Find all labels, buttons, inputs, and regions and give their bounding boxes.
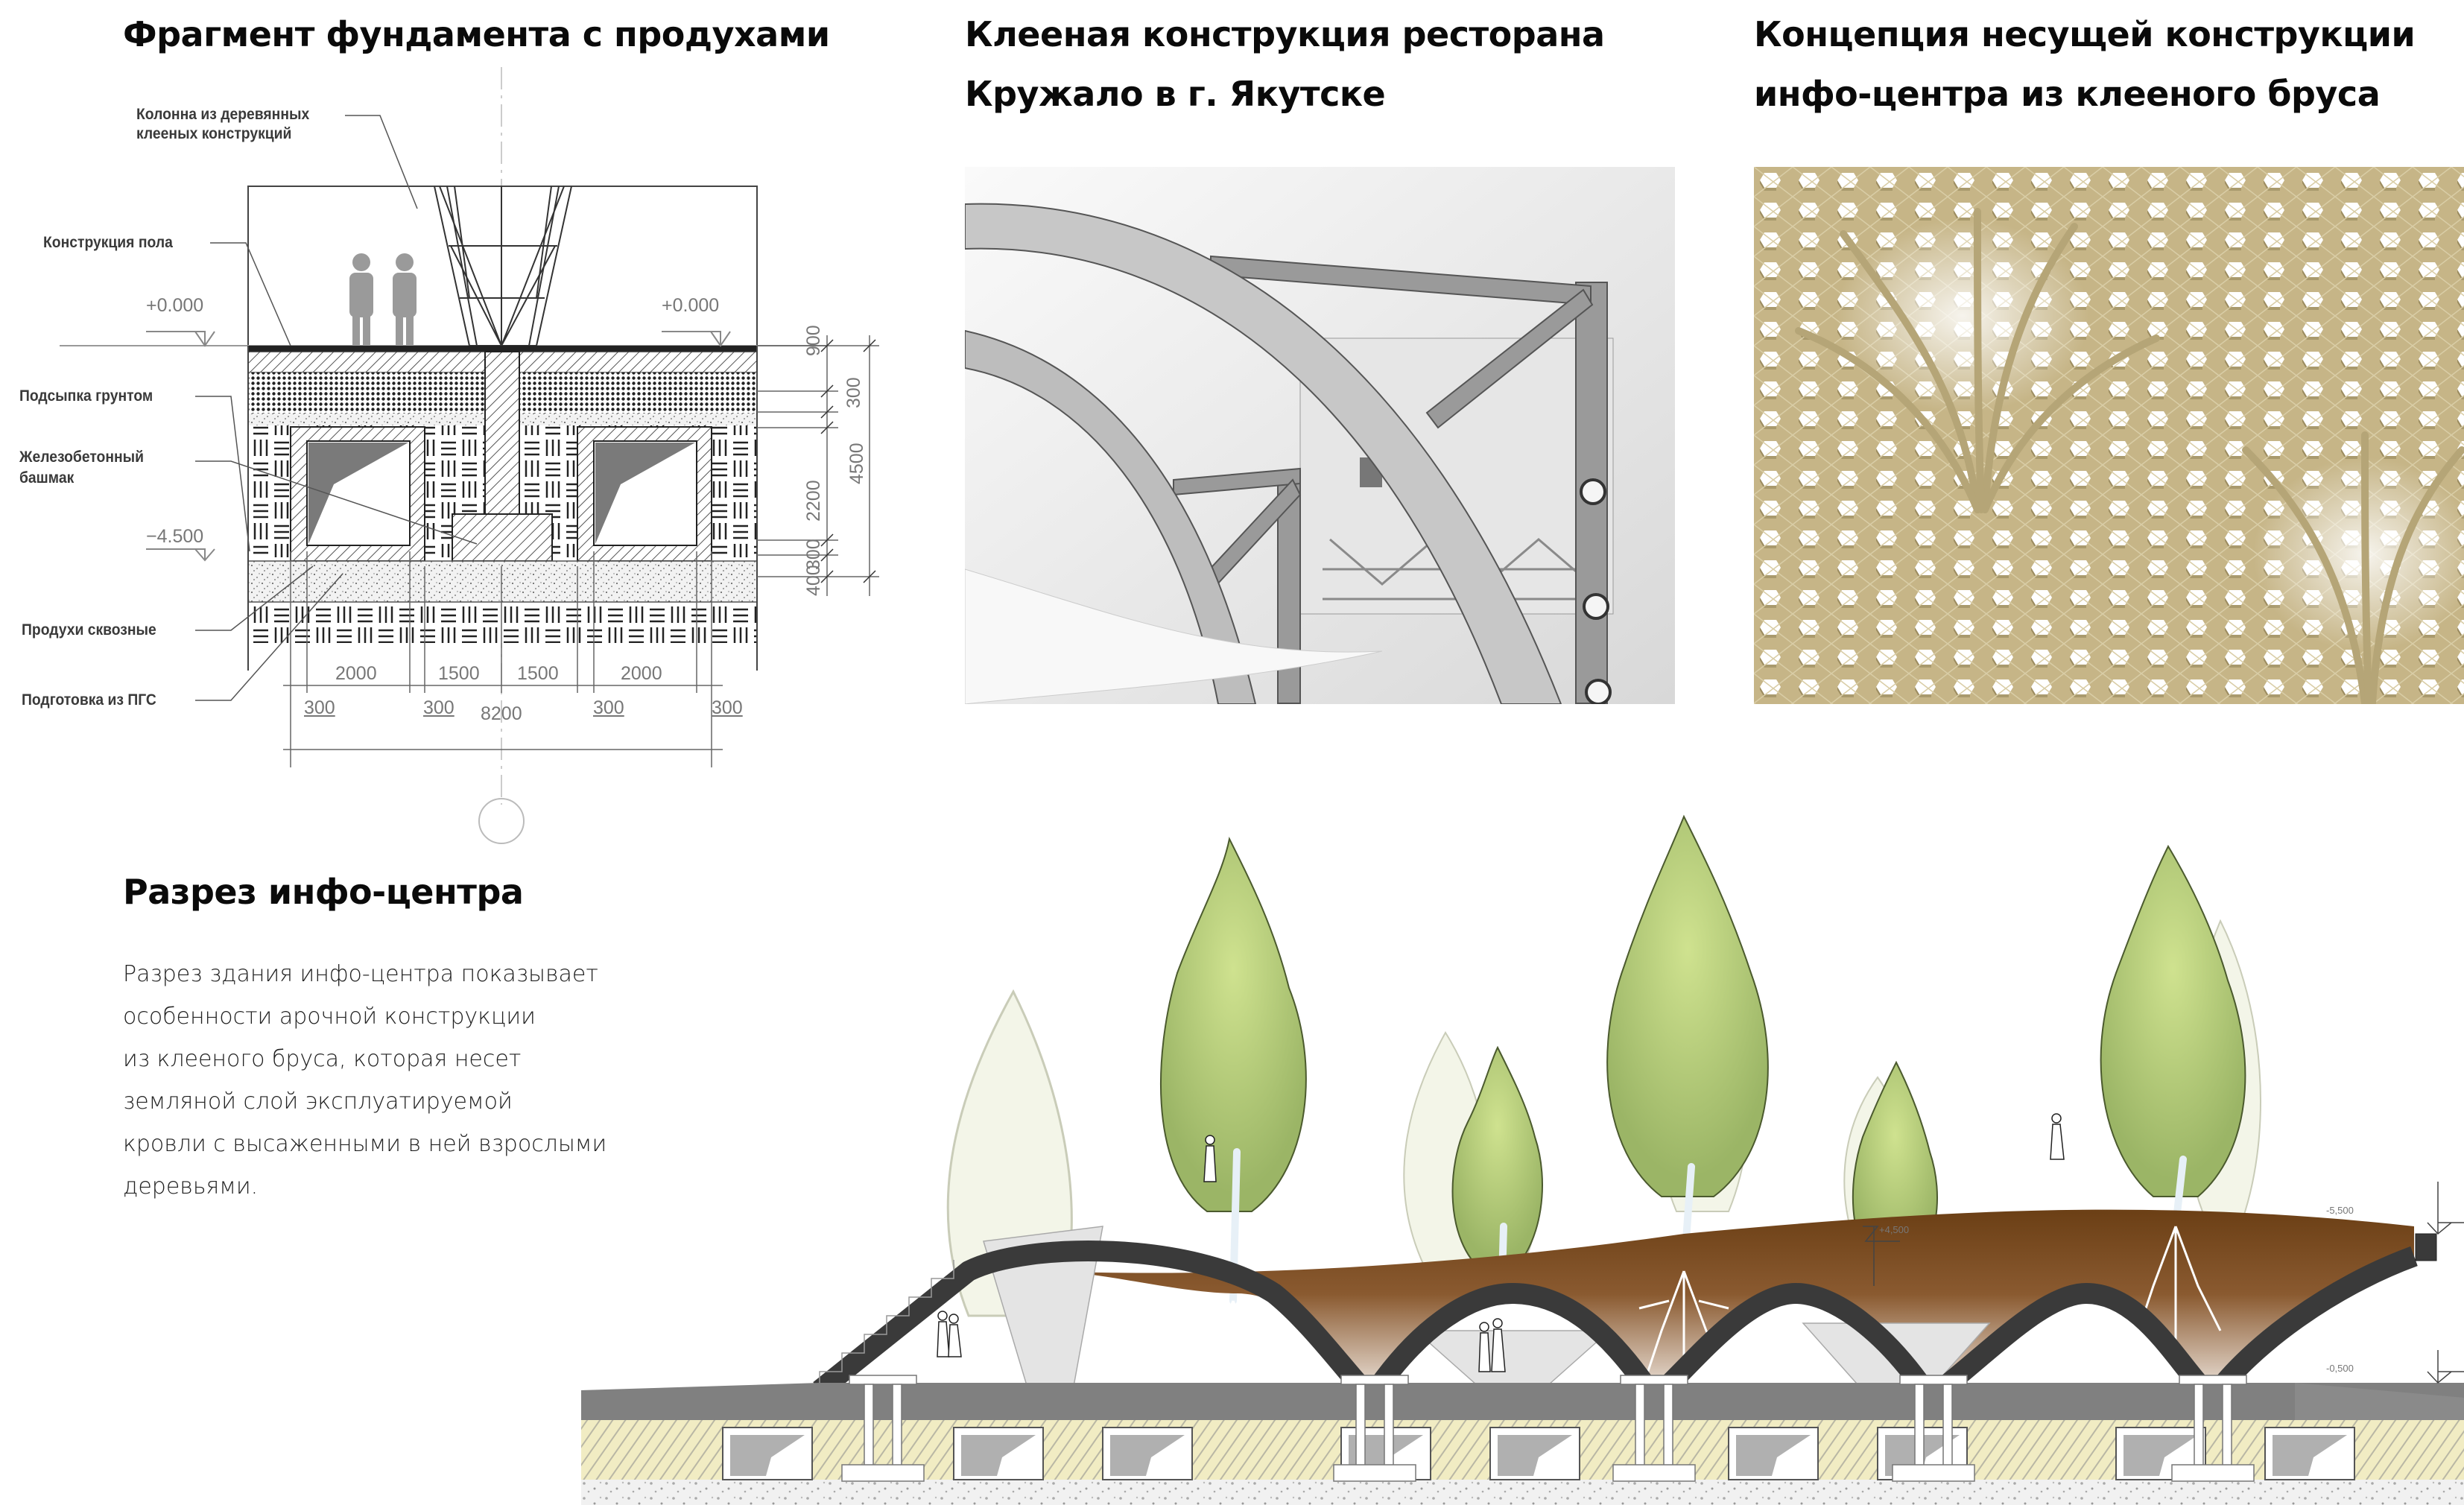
description-line-6: деревьями.	[123, 1173, 259, 1200]
dim-span-4: 2000	[621, 663, 662, 684]
dim-span-3: 1500	[517, 663, 559, 684]
concept-render	[1754, 167, 2464, 704]
section-heading: Разрез инфо-центра	[123, 872, 524, 912]
dim-wall-3: 300	[593, 697, 624, 718]
restaurant-title-line2: Кружало в г. Якутске	[965, 74, 1386, 114]
foundation-title: Фрагмент фундамента с продухами	[123, 14, 830, 54]
gridshell-render-icon	[1754, 167, 2464, 704]
timber-column-icon	[434, 186, 572, 348]
dim-span-2: 1500	[438, 663, 480, 684]
dim-4500: 4500	[846, 443, 867, 484]
elevation-top-left: +0.000	[146, 295, 204, 316]
dim-span-1: 2000	[335, 663, 377, 684]
glulam-arch	[813, 1240, 2418, 1408]
callout-rc-footing-line2: башмак	[19, 469, 75, 487]
foundation-section-svg	[60, 67, 879, 844]
floor-slab	[581, 1383, 2464, 1420]
callout-floor-construction: Конструкция пола	[43, 234, 173, 251]
arch-supports	[841, 1375, 2255, 1482]
soil-layer	[1043, 1209, 2414, 1398]
description-line-5: кровли с высаженными в ней взрослыми	[123, 1131, 607, 1157]
callout-rc-footing-line1: Железобетонный	[19, 449, 145, 466]
description-line-2: особенности арочной конструкции	[123, 1004, 536, 1030]
people-icon	[937, 1113, 2065, 1372]
dim-total: 8200	[481, 703, 522, 724]
dim-wall-4: 300	[712, 697, 743, 718]
callout-column-line1: Колонна из деревянных	[136, 106, 310, 123]
concept-title-line1: Концепция несущей конструкции	[1754, 14, 2416, 54]
section-drawing	[581, 809, 2464, 1505]
stairs-icon	[819, 1260, 954, 1390]
elevation-vault: +4,500	[1879, 1224, 1910, 1235]
section-description: Разрез здания инфо-центра показывает осо…	[123, 953, 734, 1208]
elevation-ground: -0,500	[2326, 1363, 2354, 1374]
callout-sand-gravel-base: Подготовка из ПГС	[22, 691, 156, 709]
foundation-drawing	[0, 0, 931, 849]
description-line-4: земляной слой эксплуатируемой	[123, 1089, 513, 1115]
parapet	[2415, 1233, 2437, 1261]
description-line-3: из клееного бруса, которая несет	[123, 1046, 522, 1072]
concept-title-line2: инфо-центра из клееного бруса	[1754, 74, 2381, 114]
glulam-arches-photo-icon	[965, 167, 1675, 704]
callout-soil-backfill: Подсыпка грунтом	[19, 387, 153, 405]
dim-900: 900	[803, 325, 824, 356]
restaurant-photo	[965, 167, 1675, 704]
restaurant-title-line1: Клееная конструкция ресторана	[965, 14, 1605, 54]
elevation-top-right: +0.000	[662, 295, 720, 316]
dim-wall-1: 300	[304, 697, 335, 718]
callout-through-vents: Продухи сквозные	[22, 621, 156, 639]
elevation-bottom-left: −4.500	[146, 526, 204, 547]
dim-wall-2: 300	[423, 697, 455, 718]
dim-300-top: 300	[843, 377, 864, 408]
dim-400: 400	[803, 565, 824, 596]
description-line-1: Разрез здания инфо-центра показывает	[123, 961, 598, 987]
dim-2200: 2200	[803, 480, 824, 522]
human-silhouettes-icon	[349, 253, 417, 346]
gravel-base	[581, 1480, 2464, 1505]
info-center-section-svg	[581, 814, 2464, 1505]
callout-column-line2: клееных конструкций	[136, 125, 292, 142]
elevation-roof: -5,500	[2326, 1205, 2354, 1216]
